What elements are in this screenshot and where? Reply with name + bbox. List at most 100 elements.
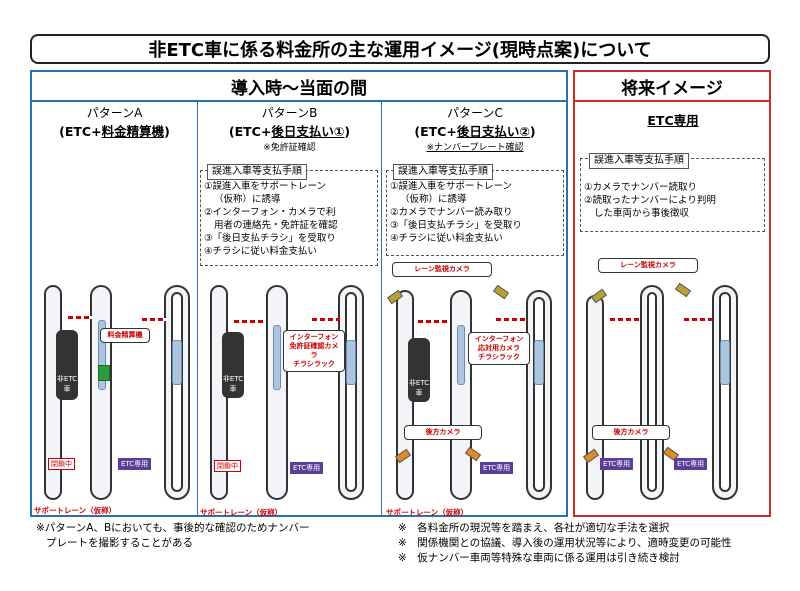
gate-bar xyxy=(142,318,166,321)
lane-camera-label: レーン監視カメラ xyxy=(598,258,698,273)
closed-sign: 閉鎖中 xyxy=(48,458,75,470)
pattern-a-sub-main: 料金精算機 xyxy=(101,124,165,139)
future-panel: 将来イメージ xyxy=(573,70,771,517)
pattern-a-title: パターンA xyxy=(86,106,143,120)
toll-booth xyxy=(273,325,281,390)
pattern-b-header: パターンB (ETC+後日支払い①) ※免許証確認 xyxy=(198,104,381,153)
pattern-a-sub-prefix: (ETC+ xyxy=(59,124,102,139)
gate-bar xyxy=(234,320,266,323)
procedure-step: （仮称）に誘導 xyxy=(400,194,467,205)
lane-island xyxy=(450,290,472,500)
footnote-line: ※ 関係機関との協議、導入後の運用状況等により、適時変更の可能性 xyxy=(398,537,732,549)
car-icon: 非ETC車 xyxy=(408,338,430,402)
column-divider xyxy=(381,100,382,517)
current-panel: 導入時〜当面の間 xyxy=(30,70,568,517)
procedure-step: ②読取ったナンバーにより判明 xyxy=(584,195,716,206)
lane-island-inner xyxy=(647,292,657,492)
lane-island xyxy=(90,285,112,500)
etc-only-sign: ETC専用 xyxy=(674,458,708,470)
gate-bar xyxy=(496,318,526,321)
footnote-line: ※パターンA、Bにおいても、事後的な確認のためナンバー xyxy=(36,522,310,534)
pattern-a-sub-suffix: ) xyxy=(164,124,170,139)
page-title-text: 非ETC車に係る料金所の主な運用イメージ(現時点案)について xyxy=(148,40,652,61)
toll-booth xyxy=(457,325,465,385)
procedure-box-future: 誤進入車等支払手順 ①カメラでナンバー読取り ②読取ったナンバーにより判明 した… xyxy=(580,153,765,232)
procedure-step: 用者の連絡先・免許証を確認 xyxy=(214,220,338,231)
procedure-step: ②カメラでナンバー読み取り xyxy=(390,207,513,218)
gate-bar xyxy=(68,316,92,319)
lane-island-inner xyxy=(345,292,357,492)
procedure-step: ④チラシに従い料金支払い xyxy=(204,246,317,257)
gate-bar xyxy=(312,318,340,321)
current-section-title: 導入時〜当面の間 xyxy=(231,78,367,99)
lane-island-inner xyxy=(171,292,183,492)
pattern-c-note: ※ナンバープレート確認 xyxy=(426,143,524,153)
pattern-b-sub-main: 後日支払い① xyxy=(271,124,345,139)
pattern-c-sub-prefix: (ETC+ xyxy=(414,124,457,139)
gate-bar xyxy=(418,320,450,323)
etc-only-sign: ETC専用 xyxy=(480,462,514,474)
future-title: ETC専用 xyxy=(575,110,771,129)
page-title: 非ETC車に係る料金所の主な運用イメージ(現時点案)について xyxy=(30,34,770,64)
pattern-c-sub-suffix: ) xyxy=(529,124,536,139)
procedure-step: ③「後日支払チラシ」を受取り xyxy=(204,233,336,244)
fare-machine-label: 料金精算機 xyxy=(100,328,150,343)
support-lane-label: サポートレーン（仮称） xyxy=(200,508,283,517)
procedure-step: ①誤進入車をサポートレーン xyxy=(390,181,513,192)
closed-sign: 閉鎖中 xyxy=(214,460,241,472)
pattern-c-header: パターンC (ETC+後日支払い②) ※ナンバープレート確認 xyxy=(382,104,568,153)
toll-booth xyxy=(172,340,182,385)
lane-island xyxy=(266,285,288,500)
pattern-c-title: パターンC xyxy=(447,106,503,120)
toll-booth xyxy=(534,340,544,385)
pattern-c-sub-main: 後日支払い② xyxy=(456,124,530,139)
rear-camera-label: 後方カメラ xyxy=(592,425,670,440)
column-divider xyxy=(197,100,198,517)
gate-bar xyxy=(610,318,640,321)
etc-only-sign: ETC専用 xyxy=(290,462,324,474)
footnote-right: ※ 各料金所の現況等を踏まえ、各社が適切な手法を選択 ※ 関係機関との協議、導入… xyxy=(398,521,788,566)
lane-island-inner xyxy=(533,297,545,492)
pattern-b-title: パターンB xyxy=(261,106,318,120)
toll-booth xyxy=(720,340,730,385)
current-section-header: 導入時〜当面の間 xyxy=(32,72,566,102)
procedure-step: ③「後日支払チラシ」を受取り xyxy=(390,220,522,231)
etc-only-sign: ETC専用 xyxy=(118,458,152,470)
pattern-b-note: ※免許証確認 xyxy=(263,143,316,153)
procedure-step: ①誤進入車をサポートレーン xyxy=(204,181,327,192)
pattern-b-subtitle: (ETC+後日支払い①) xyxy=(198,121,381,140)
future-section-title: 将来イメージ xyxy=(621,78,723,99)
interphone-label: インターフォン 免許証確認カメラ チラシラック xyxy=(283,330,345,372)
car-label: 非ETC車 xyxy=(56,375,78,393)
toll-booth xyxy=(98,320,106,390)
future-header: ETC専用 xyxy=(575,110,771,129)
footnote-left: ※パターンA、Bにおいても、事後的な確認のためナンバー プレートを撮影することが… xyxy=(36,521,376,551)
future-section-header: 将来イメージ xyxy=(575,72,769,102)
interphone-label: インターフォン 応対用カメラ チラシラック xyxy=(468,332,530,365)
support-lane-label: サポートレーン（仮称） xyxy=(386,508,469,517)
procedure-step: した車両から事後徴収 xyxy=(594,208,690,219)
car-label: 非ETC車 xyxy=(408,379,430,397)
procedure-heading-c: 誤進入車等支払手順 xyxy=(393,164,493,180)
etc-only-sign: ETC専用 xyxy=(600,458,634,470)
procedure-step: （仮称）に誘導 xyxy=(214,194,281,205)
fare-machine-icon xyxy=(98,365,110,381)
pattern-b-sub-prefix: (ETC+ xyxy=(228,124,272,139)
procedure-step: ①カメラでナンバー読取り xyxy=(584,182,698,193)
car-label: 非ETC車 xyxy=(222,375,244,393)
rear-camera-label: 後方カメラ xyxy=(404,425,482,440)
future-title-text: ETC専用 xyxy=(647,113,699,128)
procedure-step: ④チラシに従い料金支払い xyxy=(390,233,503,244)
pattern-a-header: パターンA (ETC+料金精算機) xyxy=(32,104,197,140)
pattern-c-subtitle: (ETC+後日支払い②) xyxy=(382,121,568,140)
lane-camera-label: レーン監視カメラ xyxy=(392,262,492,277)
lane-island-inner xyxy=(719,292,731,492)
footnote-line: ※ 仮ナンバー車両等特殊な車両に係る運用は引き続き検討 xyxy=(398,552,680,564)
procedure-step: ②インターフォン・カメラで利 xyxy=(204,207,336,218)
gate-bar xyxy=(684,318,712,321)
toll-booth xyxy=(346,340,356,385)
car-icon: 非ETC車 xyxy=(222,332,244,398)
support-lane-label: サポートレーン（仮称） xyxy=(34,506,117,515)
procedure-box-c: 誤進入車等支払手順 ①誤進入車をサポートレーン （仮称）に誘導 ②カメラでナンバ… xyxy=(386,164,564,256)
pattern-a-subtitle: (ETC+料金精算機) xyxy=(32,121,197,140)
